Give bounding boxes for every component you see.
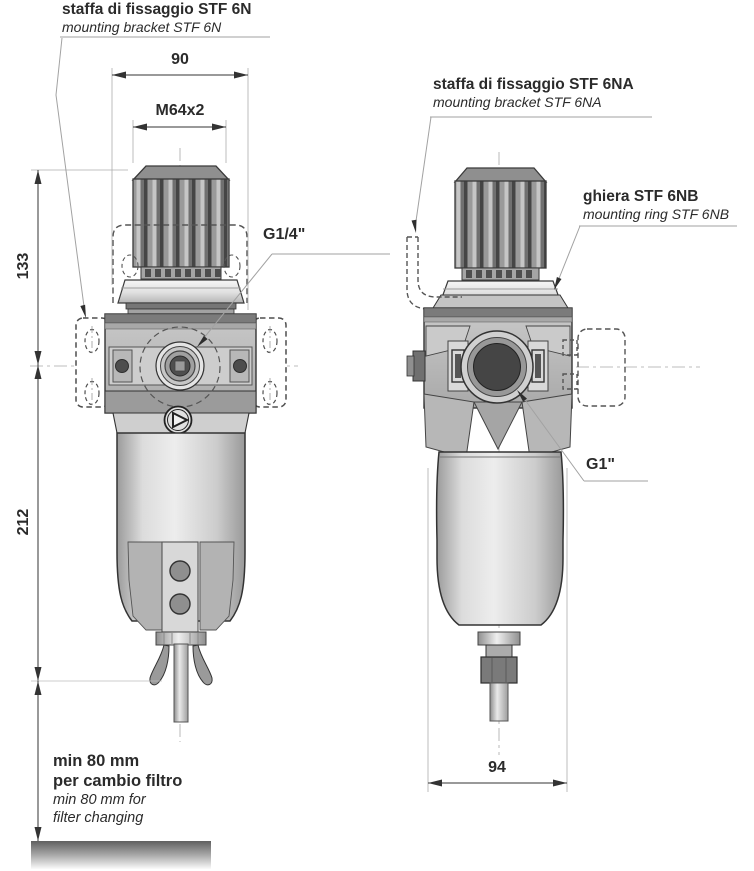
clearance-line2: per cambio filtro <box>53 772 183 790</box>
knob-teeth <box>145 269 221 277</box>
front-view <box>406 152 700 755</box>
bracket-na-dashed-outline <box>406 236 462 310</box>
sight-window-panel <box>161 541 199 633</box>
mounting-ring-ghiera <box>432 280 569 309</box>
dimension-front-width: 94 <box>488 759 506 776</box>
sight-window-upper <box>169 560 191 582</box>
lock-ring <box>117 279 245 315</box>
label-bracket-stf6na: staffa di fissaggio STF 6NA mounting bra… <box>433 76 634 111</box>
dimension-lower-height: 212 <box>15 508 32 536</box>
clearance-line3: min 80 mm for <box>53 792 146 808</box>
label-bracket-stf6n: staffa di fissaggio STF 6N mounting brac… <box>62 1 251 36</box>
regulator-knob-front <box>453 167 548 281</box>
sight-window-lower <box>169 593 191 615</box>
floor-surface <box>31 841 211 869</box>
drain-wing-right <box>192 644 213 686</box>
clearance-line1: min 80 mm <box>53 752 140 770</box>
bowl-shoulder-right <box>199 541 235 631</box>
label-ring-stf6nb-title: ghiera STF 6NB <box>583 188 699 205</box>
drain-stem <box>173 643 189 723</box>
filter-bowl-side <box>116 432 246 633</box>
side-port-g14 <box>155 341 205 391</box>
drain-hex-fitting <box>480 656 518 684</box>
label-filter-clearance: min 80 mm per cambio filtro min 80 mm fo… <box>53 751 182 827</box>
clearance-line4: filter changing <box>53 810 144 826</box>
dimension-upper-height: 133 <box>15 252 32 280</box>
drain-assembly-side <box>149 631 213 723</box>
front-port-g1 <box>460 330 534 404</box>
regulator-knob <box>131 165 231 280</box>
drain-stem <box>489 682 509 722</box>
side-lug <box>412 350 426 382</box>
flow-direction-indicator <box>163 405 193 435</box>
label-bracket-stf6n-subtitle: mounting bracket STF 6N <box>62 19 222 35</box>
ring-nut-dashed-outline <box>562 328 626 407</box>
dimension-overall-width: 90 <box>171 51 189 68</box>
label-bracket-stf6na-subtitle: mounting bracket STF 6NA <box>433 94 602 110</box>
leader-lines <box>55 36 737 482</box>
label-port-g14: G1/4" <box>263 226 306 243</box>
label-bracket-stf6n-title: staffa di fissaggio STF 6N <box>62 1 252 18</box>
filter-body-front <box>406 307 573 459</box>
side-view <box>30 148 298 742</box>
drain-assembly-front <box>477 631 521 722</box>
label-port-g1: G1" <box>586 456 615 473</box>
filter-bowl-front <box>435 451 565 626</box>
drain-wing-left <box>149 644 170 686</box>
label-ring-stf6nb-subtitle: mounting ring STF 6NB <box>583 206 730 222</box>
regulator-body <box>104 313 257 435</box>
dimension-lines <box>31 68 568 841</box>
dimension-thread: M64x2 <box>155 102 205 119</box>
label-bracket-stf6na-title: staffa di fissaggio STF 6NA <box>433 76 634 93</box>
label-ring-stf6nb: ghiera STF 6NB mounting ring STF 6NB <box>583 188 729 223</box>
knob-bracket-dashed-outline <box>112 224 248 303</box>
knob-teeth <box>466 270 532 278</box>
